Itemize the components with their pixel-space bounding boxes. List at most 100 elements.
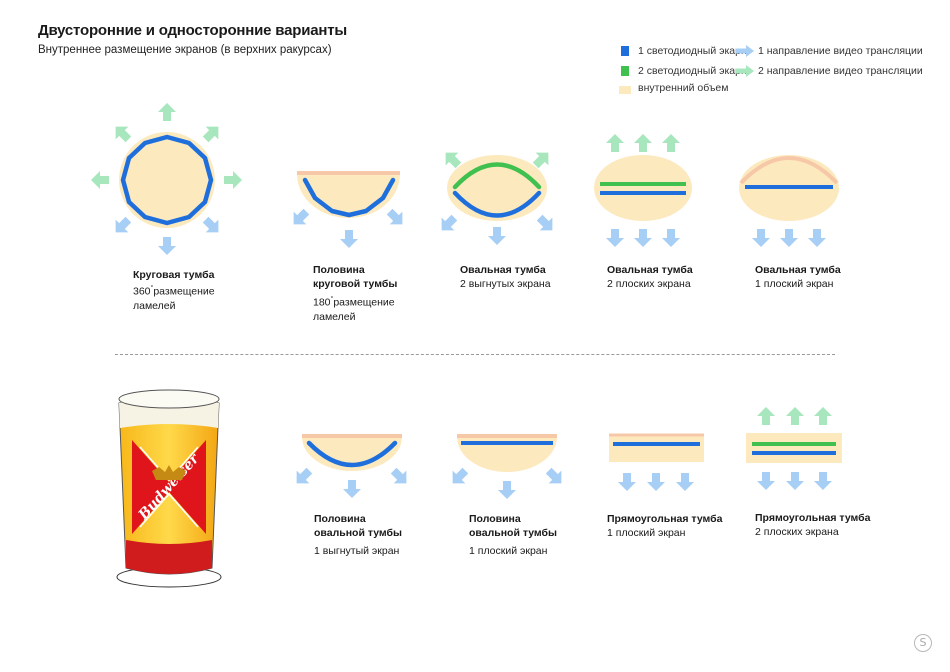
caption-title: Прямоугольная тумба	[755, 512, 871, 524]
caption-title-line2: круговой тумбы	[313, 278, 398, 290]
caption-text: 2 плоских экрана	[755, 526, 839, 538]
caption-text: ламелей	[133, 299, 176, 312]
section-divider	[115, 354, 835, 355]
caption-title-line2: овальной тумбы	[314, 527, 403, 539]
oval-pedestal-flat1-figure	[739, 155, 839, 247]
caption-title-line1: Половина	[313, 264, 365, 276]
legend-screen2-label: 2 светодиодный экарн	[638, 65, 747, 77]
arrow-downright-icon	[199, 213, 225, 239]
legend-screen1-label: 1 светодиодный экарн	[638, 45, 747, 57]
arrow-downright-icon	[533, 211, 559, 237]
arrow-downleft-icon	[290, 464, 316, 490]
led-screen-1	[302, 177, 396, 218]
led-screen-1	[452, 190, 542, 218]
arrow-down-icon	[676, 473, 694, 491]
caption-text: 2 выгнутых экрана	[460, 278, 551, 290]
arrow-down-icon	[814, 472, 832, 490]
arrow-up-icon	[606, 134, 624, 152]
arrow-up-icon	[634, 134, 652, 152]
arrow-right-icon	[224, 171, 242, 189]
oval-pedestal-curved-figure	[435, 146, 559, 245]
caption-title: Овальная тумба	[755, 264, 841, 276]
page-subtitle: Внутреннее размещение экранов (в верхних…	[38, 44, 332, 56]
arrow-up-icon	[757, 407, 775, 425]
caption-sub: 180°размещение	[313, 296, 395, 309]
arrow-downleft-icon	[435, 211, 461, 237]
arrow-down-icon	[606, 229, 624, 247]
page-title: Двусторонние и односторонние варианты	[38, 22, 347, 39]
half-oval-flat-figure	[446, 434, 568, 499]
arrow-up-icon	[786, 407, 804, 425]
caption-title-line1: Половина	[469, 513, 521, 525]
caption-title-line2: овальной тумбы	[469, 527, 558, 539]
half-oval-curved-figure	[290, 434, 413, 498]
arrow-up-icon	[814, 407, 832, 425]
caption-title-line1: Половина	[314, 513, 366, 525]
caption-text: размещение	[153, 285, 215, 298]
arrow-down-icon	[158, 237, 176, 255]
legend-volume-label: внутренний объем	[638, 82, 729, 94]
led-screen-1	[120, 134, 214, 226]
rect-pedestal-flat1-figure	[609, 433, 704, 491]
arrow-downleft-icon	[109, 213, 135, 239]
arrow-down-icon	[647, 473, 665, 491]
arrow-down-icon	[757, 472, 775, 490]
legend-screen2-swatch	[621, 66, 629, 76]
legend-screen1-swatch	[621, 46, 629, 56]
arrow-down-icon	[634, 229, 652, 247]
arrow-down-icon	[662, 229, 680, 247]
beer-glass-illustration: Budweiser	[116, 389, 222, 588]
arrow-downright-icon	[542, 464, 568, 490]
caption-sub: 360°размещение	[133, 285, 215, 298]
caption-angle: 180	[313, 296, 331, 309]
oval-pedestal-flat2-figure	[594, 134, 692, 247]
caption-title: Овальная тумба	[460, 264, 546, 276]
caption-oval-flat2: Овальная тумба 2 плоских экрана	[607, 263, 693, 291]
caption-text: 1 плоский экран	[755, 278, 834, 290]
arrow-down-icon	[808, 229, 826, 247]
caption-text: 1 плоский экран	[607, 527, 686, 539]
caption-oval-curved: Овальная тумба 2 выгнутых экрана	[460, 263, 551, 291]
caption-rect-flat2: Прямоугольная тумба 2 плоских экрана	[755, 511, 871, 539]
arrow-down-icon	[488, 227, 506, 245]
legend-arrow2-icon	[736, 65, 754, 77]
corner-logo-icon: S	[914, 634, 932, 652]
legend-volume-swatch	[619, 86, 631, 94]
arrow-upleft-icon	[109, 120, 135, 146]
caption-half-round-pedestal: Половина круговой тумбы 180°размещение л…	[313, 263, 397, 324]
led-screen-2	[452, 162, 542, 190]
caption-half-oval-curved: Половина овальной тумбы 1 выгнутый экран	[314, 512, 402, 558]
caption-rect-flat1: Прямоугольная тумба 1 плоский экран	[607, 512, 723, 540]
legend-direction1-label: 1 направление видео трансляции	[758, 45, 923, 57]
arrow-down-icon	[618, 473, 636, 491]
arrow-up-icon	[158, 103, 176, 121]
arrow-downright-icon	[383, 205, 409, 231]
caption-text: 1 выгнутый экран	[314, 545, 400, 557]
caption-text: 1 плоский экран	[469, 545, 548, 557]
arrow-downleft-icon	[446, 464, 472, 490]
arrow-downleft-icon	[287, 205, 313, 231]
arrow-down-icon	[343, 480, 361, 498]
arrow-down-icon	[340, 230, 358, 248]
caption-title: Овальная тумба	[607, 264, 693, 276]
half-round-pedestal-figure	[287, 171, 409, 248]
arrow-up-icon	[662, 134, 680, 152]
caption-oval-flat1: Овальная тумба 1 плоский экран	[755, 263, 841, 291]
rect-pedestal-flat2-figure	[746, 407, 842, 490]
arrow-down-icon	[498, 481, 516, 499]
caption-half-oval-flat: Половина овальной тумбы 1 плоский экран	[469, 512, 557, 558]
legend-direction2-label: 2 направление видео трансляции	[758, 65, 923, 77]
caption-text: ламелей	[313, 310, 356, 323]
arrow-left-icon	[91, 171, 109, 189]
caption-text: размещение	[333, 296, 395, 309]
legend-arrow1-icon	[736, 45, 754, 57]
led-screen-1	[306, 440, 398, 468]
arrow-down-icon	[752, 229, 770, 247]
arrow-down-icon	[786, 472, 804, 490]
caption-angle: 360	[133, 285, 151, 298]
arrow-upright-icon	[199, 120, 225, 146]
caption-title: Круговая тумба	[133, 269, 215, 281]
caption-text: 2 плоских экрана	[607, 278, 691, 290]
caption-title: Прямоугольная тумба	[607, 513, 723, 525]
